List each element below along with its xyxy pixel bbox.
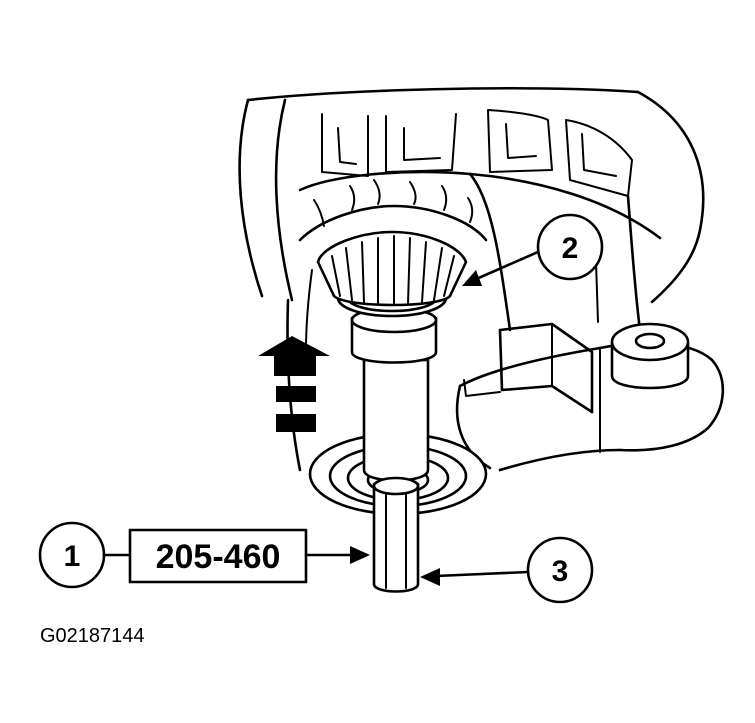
callout-3-arrowhead	[420, 568, 440, 586]
callout-1: 1 205-460	[38, 521, 370, 589]
callout-2-arrowhead	[462, 270, 482, 286]
callout-1-arrowhead	[350, 546, 370, 564]
figure-id: G02187144	[40, 625, 145, 647]
callout-2-label: 2	[562, 232, 579, 265]
callout-3-leader	[434, 570, 530, 578]
pinion-shaft	[350, 306, 438, 593]
callout-3-label: 3	[552, 555, 569, 588]
tool-number-box	[128, 528, 308, 584]
pinion-bearing	[298, 179, 488, 318]
callout-2-leader	[472, 250, 540, 282]
mounting-boss	[455, 322, 725, 472]
callout-1-label: 1	[64, 540, 81, 573]
tool-number-label: 205-460	[156, 538, 281, 576]
removal-direction-arrow	[258, 336, 330, 432]
callout-3: 3	[420, 536, 594, 604]
callout-2: 2	[462, 213, 604, 286]
